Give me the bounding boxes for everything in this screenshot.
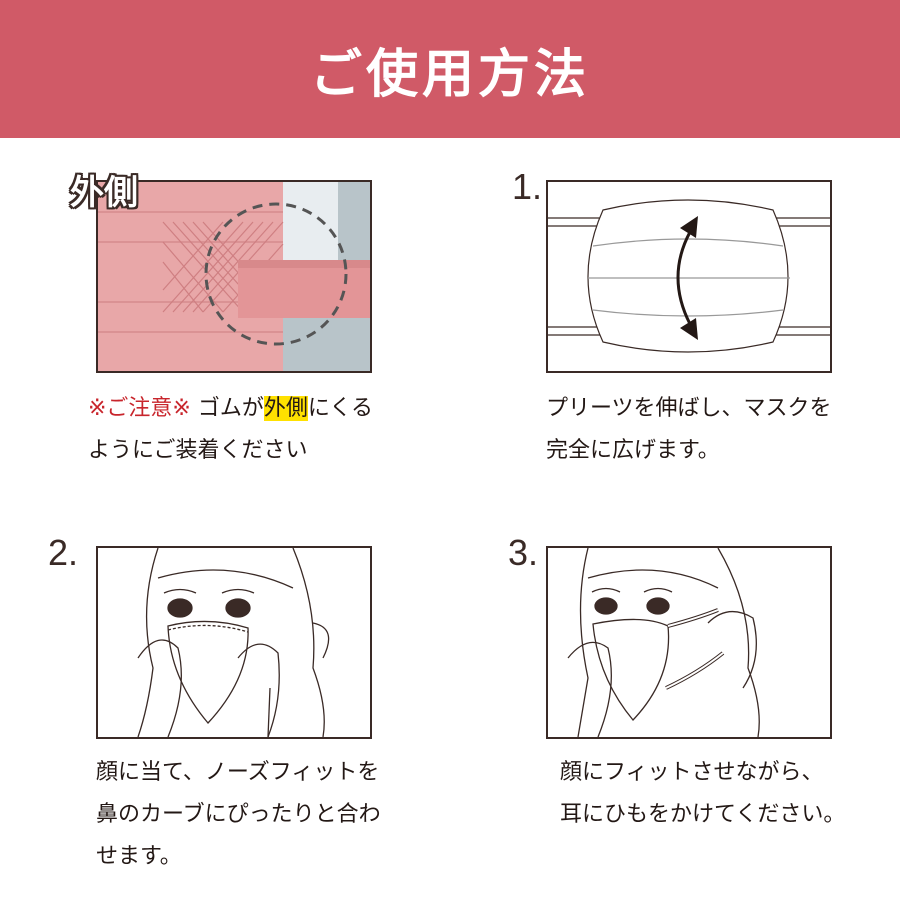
step-3-caption: 顔にフィットさせながら、 耳にひもをかけてください。 <box>560 752 845 836</box>
step-1-panel <box>546 180 832 373</box>
caption-line: 顔に当て、ノーズフィットを <box>96 760 380 785</box>
mask-closeup-panel <box>96 180 372 373</box>
woman-nose-fit-illustration <box>137 548 330 737</box>
step-3-number: 3. <box>508 532 539 573</box>
stretched-mask-illustration <box>548 199 830 353</box>
step-3-panel <box>546 546 832 739</box>
note-caption: ※ご注意※ ゴムが外側にくる ようにご装着ください <box>88 388 373 472</box>
caption-line: プリーツを伸ばし、マスクを <box>546 396 832 421</box>
mask-closeup-illustration <box>98 182 370 371</box>
caption-line: 鼻のカーブにぴったりと合わ <box>96 802 381 827</box>
warning-label: ※ご注意※ <box>88 396 191 421</box>
caption-line: 耳にひもをかけてください。 <box>560 802 846 827</box>
caption-line: 顔にフィットさせながら、 <box>560 760 824 785</box>
step-1-number: 1. <box>512 166 543 207</box>
page-title: ご使用方法 <box>309 44 590 105</box>
note-text: にくる <box>307 396 374 421</box>
step-2-panel <box>96 546 372 739</box>
outer-side-label: 外側 <box>70 173 138 213</box>
note-line-2: ようにご装着ください <box>88 438 308 463</box>
note-text: ゴムが <box>190 396 264 421</box>
note-line-1: ※ご注意※ ゴムが外側にくる <box>88 388 373 430</box>
page-header: ご使用方法 <box>0 0 900 138</box>
caption-line: 完全に広げます。 <box>546 438 720 463</box>
step-2-caption: 顔に当て、ノーズフィットを 鼻のカーブにぴったりと合わ せます。 <box>96 752 381 878</box>
woman-ear-loop-illustration <box>567 548 760 737</box>
caption-line: せます。 <box>96 844 182 869</box>
step-1-caption: プリーツを伸ばし、マスクを 完全に広げます。 <box>546 388 832 472</box>
highlight-outer: 外側 <box>263 396 308 421</box>
step-2-number: 2. <box>48 532 79 573</box>
